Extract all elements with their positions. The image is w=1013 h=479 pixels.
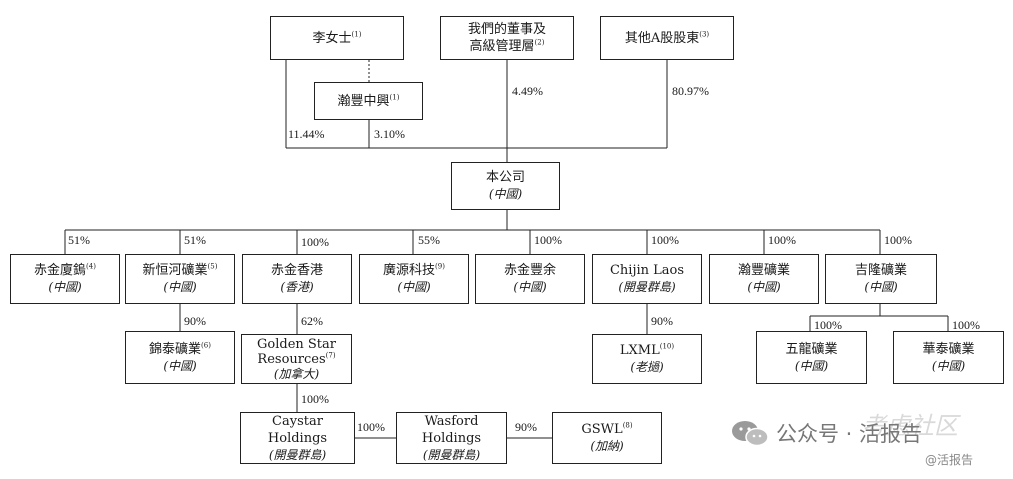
node-huatai-mining: 華泰礦業 (中國): [893, 331, 1004, 384]
watermark: 公众号 · 活报告: [730, 418, 922, 448]
node-company-label: 本公司: [485, 170, 525, 185]
node-xinhenghe-note: (5): [207, 262, 218, 271]
node-directors: 我們的董事及 高級管理層(2): [440, 16, 574, 60]
node-directors-note: (2): [534, 38, 545, 47]
pct-wasford: 100%: [357, 420, 385, 434]
node-jintai-label: 錦泰礦業: [149, 341, 202, 357]
node-wulong-mining: 五龍礦業 (中國): [756, 331, 867, 384]
node-gswl: GSWL(8) (加納): [552, 412, 662, 464]
node-lxml-label: LXML: [619, 343, 660, 358]
node-other-a-shareholders: 其他A股股東(3): [600, 16, 734, 60]
pct-directors-company: 4.49%: [512, 84, 543, 98]
node-ch-xiamen-note: (4): [86, 262, 96, 271]
node-chijin-laos-label: Chijin Laos: [609, 263, 685, 278]
watermark-faded-text: 考虑社区: [862, 412, 958, 440]
node-gswl-note: (8): [622, 421, 633, 430]
node-ch-hk-label: 赤金香港: [270, 263, 323, 278]
node-huatai-label: 華泰礦業: [922, 341, 975, 357]
node-company: 本公司 (中國): [451, 162, 560, 210]
node-hanfeng-ky-label: 瀚豐礦業: [737, 263, 790, 278]
pct-ch-xiamen: 51%: [68, 233, 90, 247]
pct-caystar: 100%: [301, 392, 329, 406]
node-directors-label2: 高級管理層: [469, 39, 535, 54]
node-golden-star-label2: Resources: [257, 351, 326, 367]
node-company-sub: (中國): [488, 187, 523, 201]
node-golden-star-note: (7): [325, 351, 336, 360]
node-lxml-sub: (老撾): [630, 360, 664, 374]
node-ch-xiamen-label: 赤金廈鎢: [34, 263, 87, 278]
node-ch-xiamen-sub: (中國): [48, 280, 82, 294]
node-chijin-fengyu: 赤金豐余 (中國): [475, 254, 585, 304]
node-chijin-hong-kong: 赤金香港 (香港): [242, 254, 352, 304]
pct-jintai: 90%: [184, 314, 206, 328]
node-xinhenghe-sub: (中國): [163, 280, 197, 294]
pct-huatai: 100%: [952, 318, 980, 332]
node-hanfeng-zx-note: (1): [389, 93, 400, 102]
node-other-a-label: 其他A股股東: [624, 30, 700, 46]
node-guangyuan-note: (9): [435, 262, 445, 271]
pct-jilong: 100%: [884, 233, 912, 247]
node-jintai-sub: (中國): [163, 358, 197, 373]
node-lxml: LXML(10) (老撾): [592, 334, 702, 384]
pct-guangyuan: 55%: [418, 233, 440, 247]
node-li: 李女士(1): [270, 16, 404, 60]
node-ch-fengyu-label: 赤金豐余: [503, 263, 556, 278]
node-jilong-sub: (中國): [864, 280, 898, 294]
node-lxml-note: (10): [659, 342, 675, 351]
pct-hanfeng-ky: 100%: [768, 233, 796, 247]
node-chijin-xiamen-tungsten: 赤金廈鎢(4) (中國): [10, 254, 120, 304]
pct-gswl: 90%: [515, 420, 537, 434]
node-gswl-sub: (加納): [590, 439, 624, 453]
node-hanfeng-zhongxing: 瀚豐中興(1): [314, 82, 423, 120]
pct-other-company: 80.97%: [672, 84, 709, 98]
node-jintai-mining: 錦泰礦業(6) (中國): [125, 331, 235, 384]
node-li-note: (1): [351, 30, 362, 39]
node-wasford-sub: (開曼群島): [422, 447, 481, 462]
node-caystar-sub: (開曼群島): [268, 447, 327, 462]
node-guangyuan-label: 廣源科技: [383, 263, 436, 278]
node-guangyuan-tech: 廣源科技(9) (中國): [359, 254, 469, 304]
node-xinhenghe-label: 新恒河礦業: [142, 263, 208, 278]
node-chijin-laos: Chijin Laos (開曼群島): [592, 254, 702, 304]
node-wulong-sub: (中國): [794, 358, 829, 373]
wechat-icon: [732, 421, 769, 447]
pct-golden-star: 62%: [301, 314, 323, 328]
watermark-text: 公众号 · 活报告: [776, 422, 923, 446]
node-li-label: 李女士: [312, 30, 352, 46]
node-guangyuan-sub: (中國): [397, 280, 431, 294]
node-chijin-laos-sub: (開曼群島): [618, 280, 676, 294]
node-wulong-label: 五龍礦業: [785, 341, 838, 357]
node-golden-star-label1: Golden Star: [257, 336, 336, 352]
node-hanfeng-ky-sub: (中國): [747, 280, 781, 294]
node-hanfeng-mining: 瀚豐礦業 (中國): [709, 254, 819, 304]
pct-li-company: 11.44%: [288, 127, 325, 141]
node-directors-label1: 我們的董事及: [467, 22, 546, 37]
pct-wulong: 100%: [814, 318, 842, 332]
node-caystar-holdings: Caystar Holdings (開曼群島): [240, 412, 355, 464]
pct-lxml: 90%: [651, 314, 673, 328]
node-jilong-label: 吉隆礦業: [854, 263, 907, 278]
node-ch-hk-sub: (香港): [280, 280, 314, 294]
watermark-handle: @活报告: [925, 453, 974, 467]
node-ch-fengyu-sub: (中國): [513, 280, 547, 294]
node-golden-star-sub: (加拿大): [273, 366, 320, 381]
pct-ch-hk: 100%: [301, 235, 329, 249]
pct-hanfeng-company: 3.10%: [374, 127, 405, 141]
node-other-a-note: (3): [699, 30, 710, 39]
node-caystar-label: Caystar Holdings: [267, 413, 328, 446]
pct-chijin-laos: 100%: [651, 233, 679, 247]
node-golden-star-resources: Golden Star Resources(7) (加拿大): [241, 334, 352, 384]
node-gswl-label: GSWL: [581, 422, 623, 437]
node-huatai-sub: (中國): [931, 358, 966, 373]
node-jilong-mining: 吉隆礦業 (中國): [825, 254, 937, 304]
node-xinhenghe-mining: 新恒河礦業(5) (中國): [125, 254, 235, 304]
pct-ch-fengyu: 100%: [534, 233, 562, 247]
node-wasford-holdings: Wasford Holdings (開曼群島): [396, 412, 507, 464]
node-wasford-label: Wasford Holdings: [421, 413, 482, 446]
node-hanfeng-zx-label: 瀚豐中興: [337, 93, 390, 109]
node-jintai-note: (6): [201, 341, 211, 350]
pct-xinhenghe: 51%: [184, 233, 206, 247]
